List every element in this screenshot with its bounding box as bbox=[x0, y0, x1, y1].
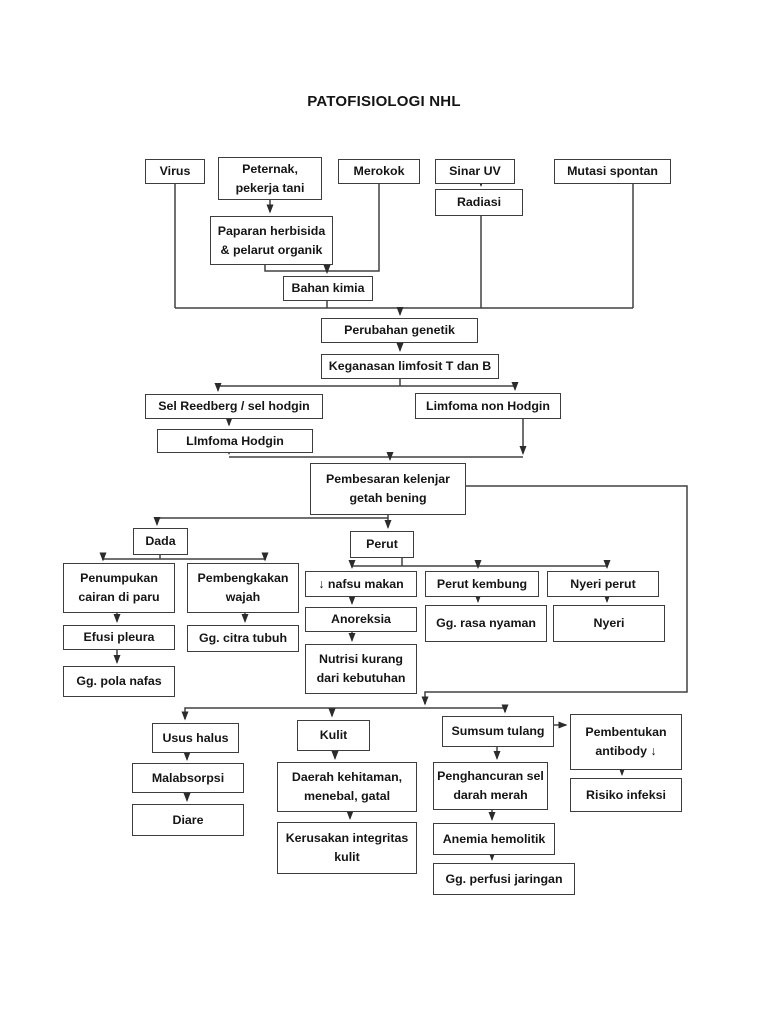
edge-merokok-junction bbox=[327, 184, 380, 272]
node-peternak: Peternak, pekerja tani bbox=[218, 157, 322, 200]
node-merokok: Merokok bbox=[338, 159, 420, 184]
node-malabsorpsi: Malabsorpsi bbox=[132, 763, 244, 793]
node-nyeri: Nyeri bbox=[553, 605, 665, 642]
node-nyeri-perut: Nyeri perut bbox=[547, 571, 659, 597]
node-nutrisi-kurang: Nutrisi kurang dari kebutuhan bbox=[305, 644, 417, 694]
node-perubahan-genetik: Perubahan genetik bbox=[321, 318, 478, 343]
node-daerah-kehitaman: Daerah kehitaman, menebal, gatal bbox=[277, 762, 417, 812]
node-pembentukan-antibody: Pembentukan antibody ↓ bbox=[570, 714, 682, 770]
node-pembesaran-kelenjar: Pembesaran kelenjar getah bening bbox=[310, 463, 466, 515]
node-perut-kembung: Perut kembung bbox=[425, 571, 539, 597]
node-sinar-uv: Sinar UV bbox=[435, 159, 515, 184]
node-radiasi: Radiasi bbox=[435, 189, 523, 216]
node-virus: Virus bbox=[145, 159, 205, 184]
node-sumsum-tulang: Sumsum tulang bbox=[442, 716, 554, 747]
node-gg-pola-nafas: Gg. pola nafas bbox=[63, 666, 175, 697]
node-risiko-infeksi: Risiko infeksi bbox=[570, 778, 682, 812]
node-perut: Perut bbox=[350, 531, 414, 558]
node-dada: Dada bbox=[133, 528, 188, 555]
node-penghancuran-sel: Penghancuran sel darah merah bbox=[433, 762, 548, 810]
node-pembengkakan-wajah: Pembengkakan wajah bbox=[187, 563, 299, 613]
node-sel-reedberg: Sel Reedberg / sel hodgin bbox=[145, 394, 323, 419]
edge-distribution-line bbox=[181, 707, 505, 721]
node-limfoma-hodgin: LImfoma Hodgin bbox=[157, 429, 313, 453]
node-mutasi-spontan: Mutasi spontan bbox=[554, 159, 671, 184]
node-limfoma-non-hodgin: Limfoma non Hodgin bbox=[415, 393, 561, 419]
node-anoreksia: Anoreksia bbox=[305, 607, 417, 632]
node-kulit: Kulit bbox=[297, 720, 370, 751]
node-anemia-hemolitik: Anemia hemolitik bbox=[433, 823, 555, 855]
node-diare: Diare bbox=[132, 804, 244, 836]
node-bahan-kimia: Bahan kimia bbox=[283, 276, 373, 301]
node-nafsu-makan: ↓ nafsu makan bbox=[305, 571, 417, 597]
node-gg-citra-tubuh: Gg. citra tubuh bbox=[187, 625, 299, 652]
edge-pembesaran-right-loop bbox=[421, 485, 688, 706]
page-title: PATOFISIOLOGI NHL bbox=[307, 93, 461, 110]
node-usus-halus: Usus halus bbox=[152, 723, 239, 753]
node-paparan-herbisida: Paparan herbisida & pelarut organik bbox=[210, 216, 333, 265]
edge-paparan-junction bbox=[264, 265, 327, 272]
node-gg-rasa-nyaman: Gg. rasa nyaman bbox=[425, 605, 547, 642]
node-efusi-pleura: Efusi pleura bbox=[63, 625, 175, 650]
node-keganasan-limfosit: Keganasan limfosit T dan B bbox=[321, 354, 499, 379]
node-penumpukan-cairan: Penumpukan cairan di paru bbox=[63, 563, 175, 613]
node-kerusakan-integritas: Kerusakan integritas kulit bbox=[277, 822, 417, 874]
node-gg-perfusi: Gg. perfusi jaringan bbox=[433, 863, 575, 895]
